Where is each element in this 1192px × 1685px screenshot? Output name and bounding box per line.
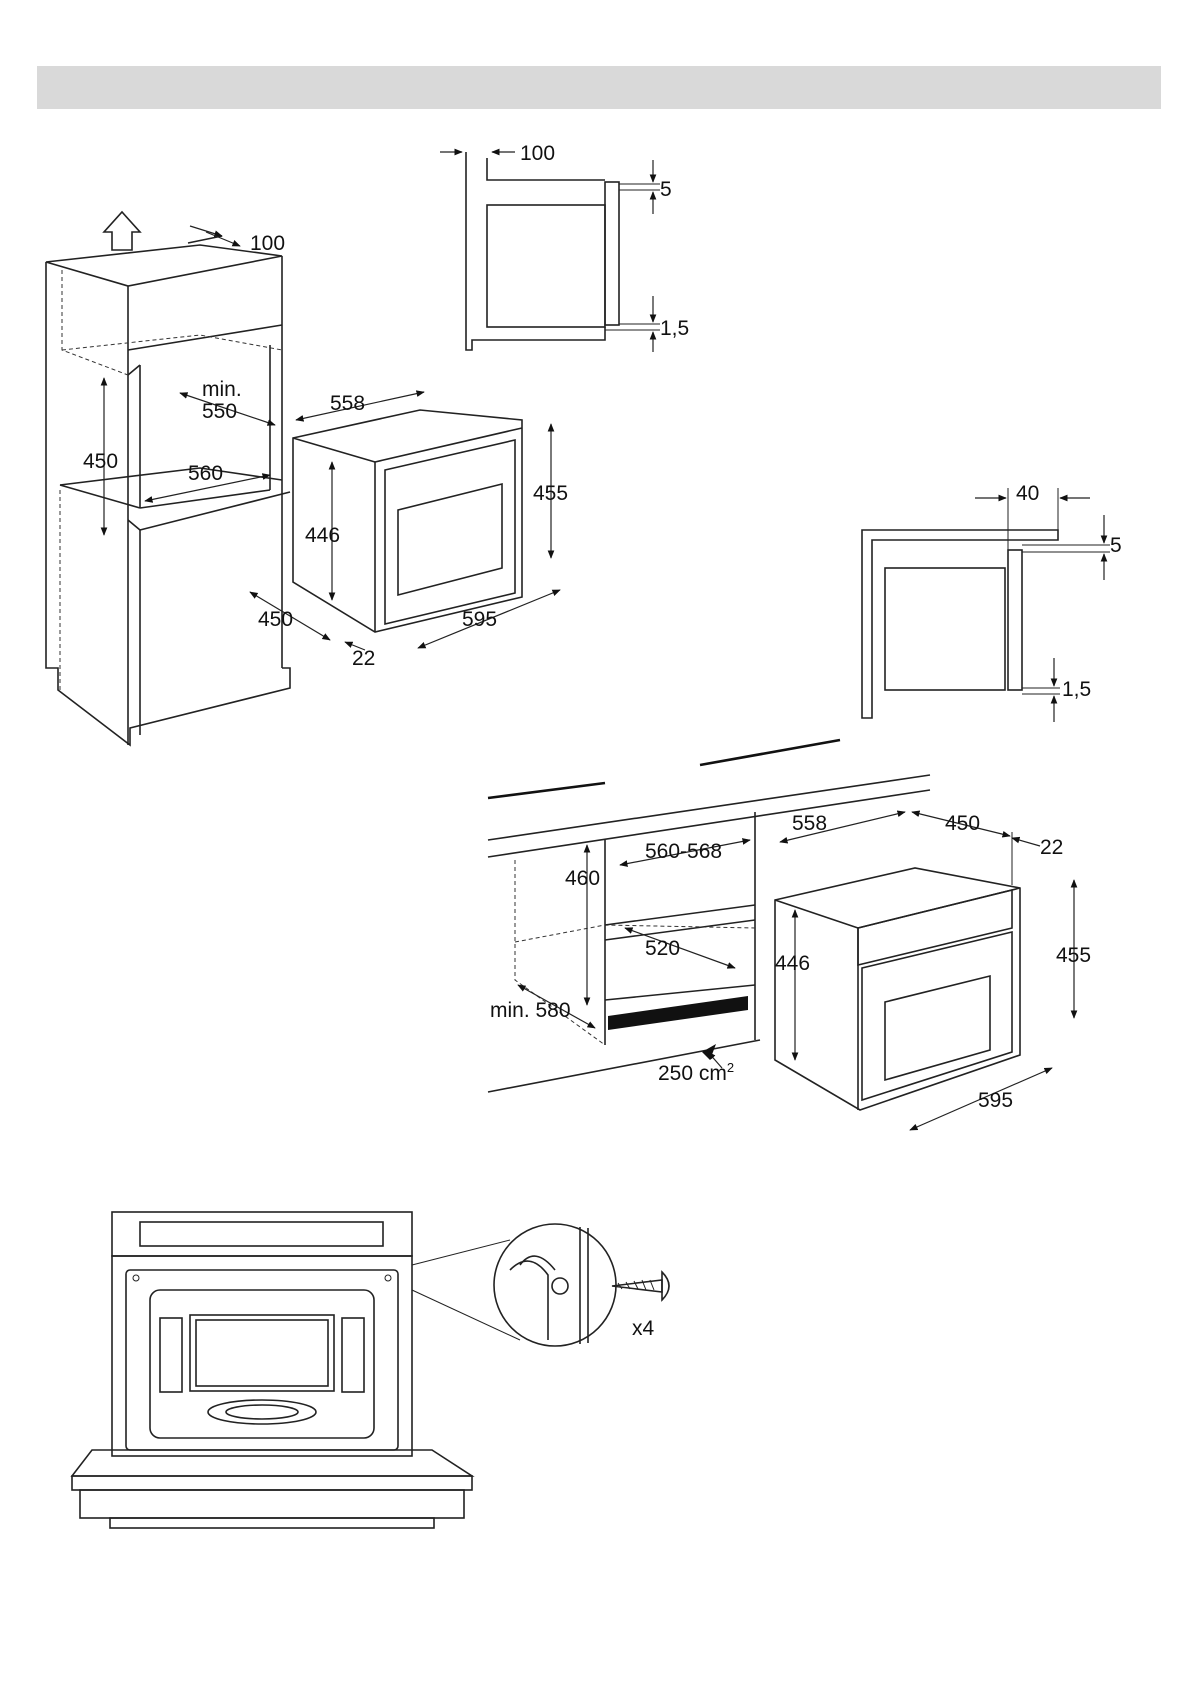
label-section1-gap: 100	[520, 142, 555, 165]
label-oven2-side: 450	[945, 812, 980, 835]
label-niche-depth: 550	[202, 400, 237, 423]
label-section2-gap: 40	[1016, 482, 1039, 505]
airflow-arrow-icon	[104, 212, 140, 250]
tall-cabinet-diagram	[46, 212, 290, 745]
label-section1-bottom: 1,5	[660, 317, 689, 340]
label-min-580: min. 580	[490, 999, 571, 1022]
label-oven-side-depth: 450	[258, 608, 293, 631]
screw-icon	[612, 1272, 669, 1300]
label-niche-width: 560	[188, 462, 223, 485]
label-oven2-front-thickness: 22	[1040, 836, 1063, 859]
label-section1-top: 5	[660, 178, 672, 201]
label-niche-height: 450	[83, 450, 118, 473]
oven-diagram-2	[775, 812, 1074, 1130]
under-counter-diagram	[488, 740, 930, 1092]
label-oven-front-height: 455	[533, 482, 568, 505]
label-min: min.	[202, 378, 242, 401]
label-front-thickness: 22	[352, 647, 375, 670]
oven-diagram-1	[250, 392, 560, 650]
label-oven-depth: 558	[330, 392, 365, 415]
label-niche-width-range: 560-568	[645, 840, 722, 863]
label-top-clearance: 100	[250, 232, 285, 255]
label-niche-depth-520: 520	[645, 937, 680, 960]
label-section2-bottom: 1,5	[1062, 678, 1091, 701]
label-oven-width: 595	[462, 608, 497, 631]
label-oven2-front-height: 455	[1056, 944, 1091, 967]
label-niche-height-460: 460	[565, 867, 600, 890]
label-oven2-depth: 558	[792, 812, 827, 835]
oven-front-diagram	[72, 1212, 669, 1528]
label-oven2-body-height: 446	[775, 952, 810, 975]
label-section2-top: 5	[1110, 534, 1122, 557]
side-section-diagram-1	[440, 152, 660, 352]
label-screw-count: x4	[632, 1317, 655, 1340]
label-oven-body-height: 446	[305, 524, 340, 547]
label-oven2-width: 595	[978, 1089, 1013, 1112]
label-ventilation-area: 250 cm2	[658, 1060, 734, 1085]
